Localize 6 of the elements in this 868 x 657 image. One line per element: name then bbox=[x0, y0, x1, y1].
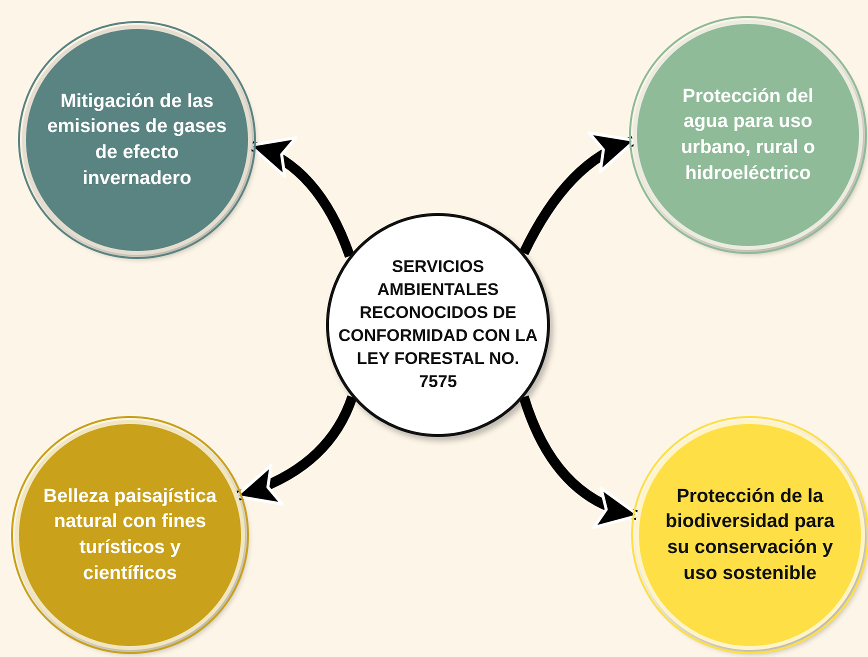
circle-text: Protección del agua para uso urbano, rural o hidroeléctrico bbox=[680, 84, 816, 186]
circle-text: SERVICIOS AMBIENTALES RECONOCIDOS DE CONFORMIDAD CON LA LEY FORESTAL NO. 7575 bbox=[338, 256, 538, 393]
curved-arrow bbox=[234, 395, 357, 504]
circle-text: Belleza paisajística natural con fines turísticos y científicos bbox=[42, 484, 218, 586]
circle-text: Mitigación de las emisiones de gases de efecto invernadero bbox=[47, 90, 227, 191]
circle-text: Protección de la biodiversidad para su conservación y uso sostenible bbox=[664, 484, 836, 586]
